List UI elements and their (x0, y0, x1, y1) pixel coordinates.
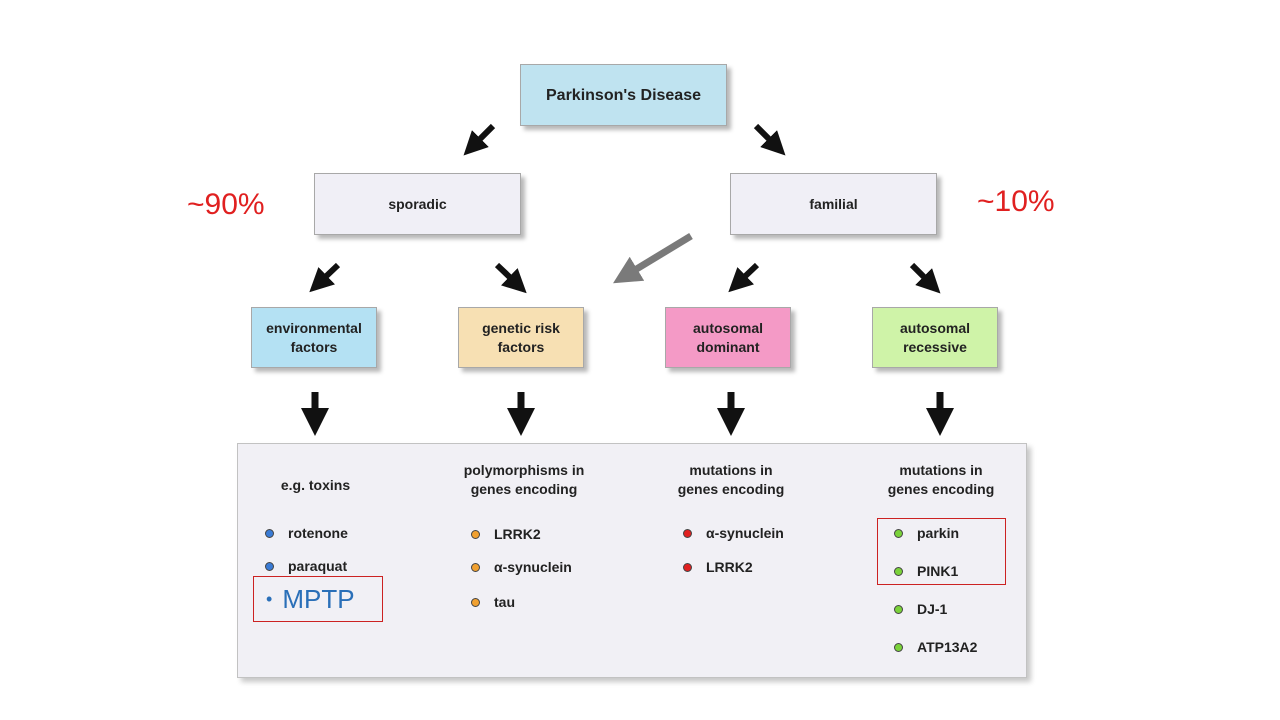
column-heading: polymorphisms in genes encoding (456, 461, 592, 499)
highlight-box-parkin-pink1 (877, 518, 1006, 585)
category-line1: genetic risk (482, 319, 560, 336)
list-item: paraquat (265, 558, 347, 574)
arrow-icon (728, 262, 760, 293)
arrow-icon (309, 262, 341, 293)
list-item: α-synuclein (471, 559, 572, 575)
column-heading-line1: mutations in (689, 462, 773, 478)
list-item: PINK1 (894, 563, 958, 579)
list-item: tau (471, 594, 515, 610)
column-heading-line1: polymorphisms in (463, 462, 585, 478)
list-item-label: PINK1 (917, 563, 959, 579)
arrow-icon (494, 262, 527, 294)
arrow-icon (909, 262, 941, 294)
column-heading: mutations in genes encoding (881, 461, 1001, 499)
mptp-label: MPTP (282, 583, 355, 614)
list-item-label: paraquat (288, 558, 348, 574)
list-item: LRRK2 (683, 559, 753, 575)
parkinsons-disease-box: Parkinson's Disease (520, 64, 727, 126)
examples-panel: e.g. toxins rotenone paraquat polymorphi… (237, 443, 1027, 678)
bullet-dot-icon (894, 528, 903, 538)
sporadic-box: sporadic (314, 173, 521, 235)
bullet-dot-icon (265, 561, 274, 571)
category-line2: dominant (696, 338, 760, 355)
list-item: ATP13A2 (894, 639, 977, 655)
list-item-label: α-synuclein (706, 525, 784, 541)
category-line1: autosomal (692, 319, 763, 336)
column-heading-line2: genes encoding (677, 481, 785, 497)
sporadic-label: sporadic (388, 195, 447, 212)
bullet-dot-icon (894, 642, 903, 652)
familial-percent: ~10% (977, 185, 1055, 218)
list-item-label: LRRK2 (494, 526, 541, 542)
bullet-dot-icon (894, 566, 903, 576)
category-line2: factors (497, 338, 545, 355)
bullet-dot-icon (683, 562, 692, 572)
column-heading: mutations in genes encoding (671, 461, 791, 499)
arrow-icon (753, 123, 786, 156)
list-item: LRRK2 (471, 526, 541, 542)
list-item-label: tau (494, 594, 515, 610)
bullet-dot-icon (683, 528, 692, 538)
list-item: α-synuclein (683, 525, 784, 541)
bullet-dot-icon (471, 562, 480, 572)
column-heading-line1: mutations in (899, 462, 983, 478)
column-heading-line2: genes encoding (887, 481, 995, 497)
bullet-dot-icon (265, 528, 274, 538)
list-item: rotenone (265, 525, 348, 541)
column-heading: e.g. toxins (278, 476, 353, 495)
arrow-icon (463, 123, 496, 156)
genetic-risk-factors-box: genetic risk factors (458, 307, 584, 368)
column-heading-line2: genes encoding (470, 481, 578, 497)
mptp-annotation: • MPTP (253, 576, 383, 622)
list-item-label: ATP13A2 (917, 639, 978, 655)
category-line2: factors (290, 338, 338, 355)
list-item-label: rotenone (288, 525, 348, 541)
autosomal-recessive-box: autosomal recessive (872, 307, 998, 368)
sporadic-percent: ~90% (187, 188, 265, 221)
bullet-dot-icon (894, 604, 903, 614)
category-line1: environmental (266, 319, 362, 336)
list-item: DJ-1 (894, 601, 947, 617)
environmental-factors-box: environmental factors (251, 307, 377, 368)
list-item-label: α-synuclein (494, 559, 572, 575)
parkinsons-disease-label: Parkinson's Disease (546, 86, 701, 104)
list-item: parkin (894, 525, 959, 541)
bullet-dot-icon (471, 529, 480, 539)
category-line1: autosomal (899, 319, 970, 336)
list-item-label: parkin (917, 525, 960, 541)
autosomal-dominant-box: autosomal dominant (665, 307, 791, 368)
bullet-icon: • (266, 588, 273, 609)
column-heading-line1: e.g. toxins (280, 477, 351, 493)
bullet-dot-icon (471, 597, 480, 607)
arrow-icon (613, 233, 693, 284)
familial-label: familial (809, 195, 858, 212)
category-line2: recessive (903, 338, 967, 355)
familial-box: familial (730, 173, 937, 235)
list-item-label: DJ-1 (917, 601, 948, 617)
list-item-label: LRRK2 (706, 559, 753, 575)
